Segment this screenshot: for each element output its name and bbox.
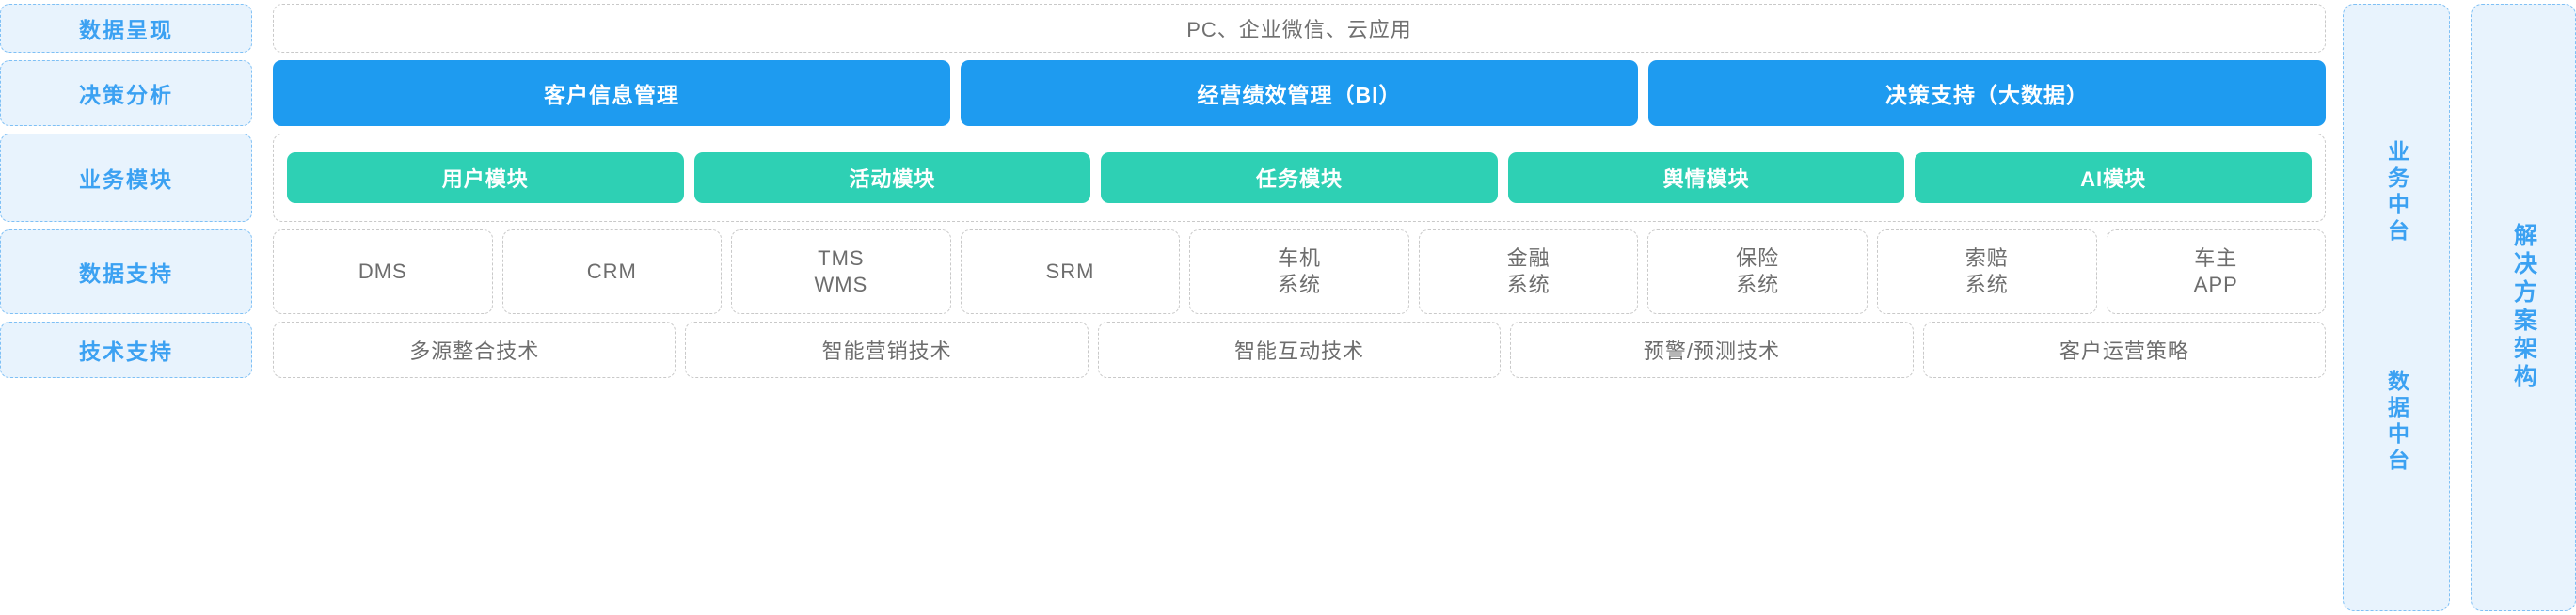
business-module-user[interactable]: 用户模块: [287, 152, 684, 203]
presentation-channels-text: PC、企业微信、云应用: [1186, 18, 1412, 41]
decision-analysis-row: 客户信息管理 经营绩效管理（BI） 决策支持（大数据）: [273, 60, 2326, 126]
tech-support-label: 智能互动技术: [1234, 339, 1365, 363]
data-support-cell-telematics[interactable]: 车机 系统: [1189, 229, 1409, 314]
layer-content-column: PC、企业微信、云应用 客户信息管理 经营绩效管理（BI） 决策支持（大数据） …: [252, 0, 2343, 615]
business-module-label: 用户模块: [441, 167, 529, 191]
decision-item-bigdata-support[interactable]: 决策支持（大数据）: [1648, 60, 2326, 126]
data-support-cell-dms[interactable]: DMS: [273, 229, 493, 314]
data-support-line1: CRM: [586, 259, 637, 283]
data-support-line1: 车主: [2194, 245, 2238, 270]
layer-label-text: 决策分析: [79, 83, 173, 107]
layer-label-text: 技术支持: [79, 339, 173, 364]
business-module-label: 舆情模块: [1662, 167, 1750, 191]
middle-platform-business-label: 业务中台: [2384, 140, 2409, 245]
layer-label-column: 数据呈现 决策分析 业务模块 数据支持 技术支持: [0, 0, 252, 615]
decision-item-performance-bi[interactable]: 经营绩效管理（BI）: [961, 60, 1638, 126]
presentation-channels-box[interactable]: PC、企业微信、云应用: [273, 4, 2326, 53]
layer-label-business-module[interactable]: 业务模块: [0, 134, 252, 222]
middle-platform-panel[interactable]: 业务中台 数据中台: [2343, 4, 2450, 611]
data-support-line1: TMS: [818, 245, 865, 270]
business-modules-box: 用户模块 活动模块 任务模块 舆情模块 AI模块: [273, 134, 2326, 222]
layer-label-data-presentation[interactable]: 数据呈现: [0, 4, 252, 53]
middle-platform-data-label: 数据中台: [2384, 370, 2409, 475]
data-support-cell-claims[interactable]: 索赔 系统: [1876, 229, 2097, 314]
layer-label-text: 数据支持: [79, 261, 173, 286]
data-support-cell-finance[interactable]: 金融 系统: [1418, 229, 1639, 314]
data-support-cell-srm[interactable]: SRM: [960, 229, 1181, 314]
data-support-row: DMS CRM TMS WMS SRM 车机 系统 金融 系统: [273, 229, 2327, 314]
data-support-line1: 车机: [1278, 245, 1322, 270]
data-support-cell-owner-app[interactable]: 车主 APP: [2106, 229, 2327, 314]
business-module-activity[interactable]: 活动模块: [693, 152, 1091, 203]
data-support-line2: 系统: [1278, 273, 1322, 296]
business-module-ai[interactable]: AI模块: [1915, 152, 2312, 203]
data-support-line1: 保险: [1736, 245, 1780, 270]
solution-architecture-label: 解决方案架构: [2510, 223, 2537, 392]
layer-label-text: 业务模块: [79, 167, 173, 192]
data-support-line2: 系统: [1506, 273, 1550, 296]
decision-item-label: 经营绩效管理（BI）: [1197, 83, 1402, 107]
solution-architecture-panel[interactable]: 解决方案架构: [2471, 4, 2576, 611]
decision-item-label: 客户信息管理: [544, 83, 679, 107]
tech-support-label: 智能营销技术: [821, 339, 952, 363]
tech-support-label: 预警/预测技术: [1643, 339, 1780, 363]
tech-support-row: 多源整合技术 智能营销技术 智能互动技术 预警/预测技术 客户运营策略: [273, 322, 2327, 378]
data-support-line1: 索赔: [1964, 245, 2009, 270]
decision-item-customer-info[interactable]: 客户信息管理: [273, 60, 950, 126]
business-module-label: 活动模块: [849, 167, 936, 191]
business-module-public-opinion[interactable]: 舆情模块: [1507, 152, 1905, 203]
data-support-line1: SRM: [1045, 259, 1095, 283]
layer-label-data-support[interactable]: 数据支持: [0, 229, 252, 314]
tech-support-cell-multisource-integration[interactable]: 多源整合技术: [273, 322, 676, 378]
layer-label-tech-support[interactable]: 技术支持: [0, 322, 252, 378]
decision-item-label: 决策支持（大数据）: [1885, 83, 2089, 107]
data-support-line1: DMS: [358, 259, 407, 283]
tech-support-cell-smart-marketing[interactable]: 智能营销技术: [685, 322, 1089, 378]
data-support-line2: APP: [2193, 273, 2238, 296]
business-module-task[interactable]: 任务模块: [1101, 152, 1498, 203]
business-module-label: 任务模块: [1255, 167, 1343, 191]
layer-label-text: 数据呈现: [79, 18, 173, 42]
data-support-cell-crm[interactable]: CRM: [501, 229, 723, 314]
tech-support-label: 多源整合技术: [409, 339, 540, 363]
tech-support-cell-smart-interaction[interactable]: 智能互动技术: [1097, 322, 1502, 378]
tech-support-cell-early-warning-prediction[interactable]: 预警/预测技术: [1510, 322, 1914, 378]
tech-support-cell-customer-operation-strategy[interactable]: 客户运营策略: [1922, 322, 2327, 378]
data-support-line1: 金融: [1506, 245, 1550, 270]
data-support-line2: 系统: [1736, 273, 1780, 296]
data-support-line2: WMS: [814, 273, 868, 296]
tech-support-label: 客户运营策略: [2059, 339, 2189, 363]
data-support-cell-insurance[interactable]: 保险 系统: [1647, 229, 1868, 314]
data-support-line2: 系统: [1964, 273, 2009, 296]
data-support-cell-tms-wms[interactable]: TMS WMS: [731, 229, 951, 314]
layer-label-decision-analysis[interactable]: 决策分析: [0, 60, 252, 126]
business-module-label: AI模块: [2080, 167, 2147, 191]
